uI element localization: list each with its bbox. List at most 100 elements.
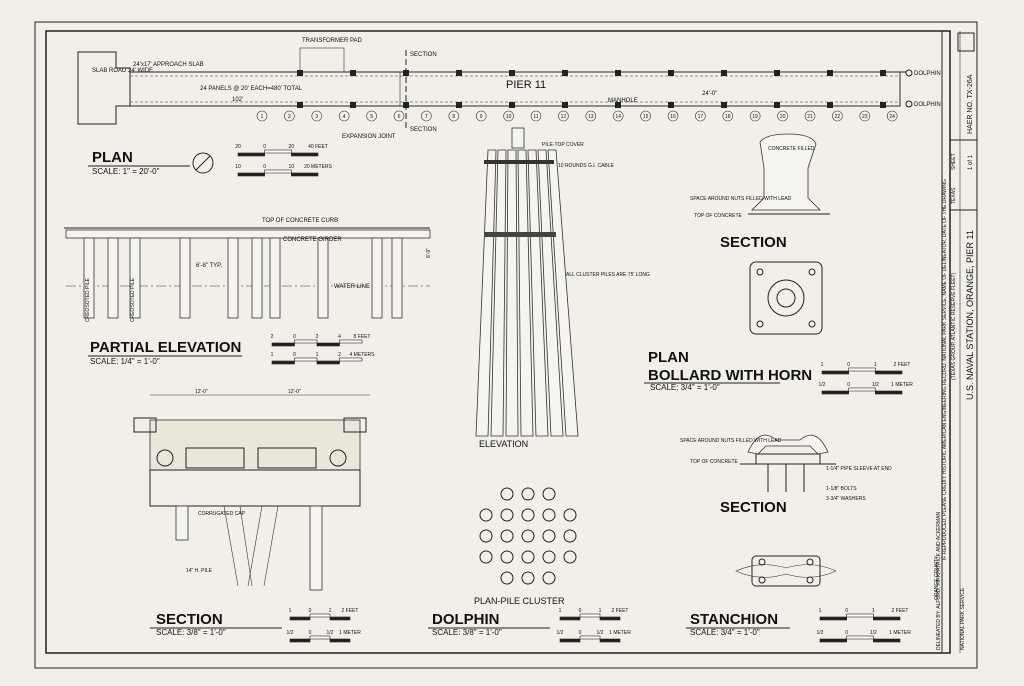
- stanchion-view: SPACE AROUND NUTS FILLED WITH LEAD TOP O…: [680, 434, 911, 643]
- cluster-pile: [517, 149, 534, 437]
- dolphin-scale: SCALE: 3/8" = 1'-0": [432, 628, 502, 637]
- scale-label: 1: [874, 362, 877, 368]
- scale-label: 0: [263, 144, 266, 150]
- scale-label: 2 FEET: [612, 608, 629, 614]
- bay-number: 19: [752, 114, 758, 120]
- scale-segment: [294, 357, 318, 362]
- cluster-pile-plan: [563, 550, 577, 564]
- bay-number: 23: [862, 114, 868, 120]
- scale-segment: [329, 638, 351, 643]
- scale-label: 1: [329, 608, 332, 614]
- bollard-mark: [880, 102, 886, 108]
- cluster-pile-plan: [479, 529, 493, 543]
- pier-label: PIER 11: [506, 79, 546, 91]
- bollard-mark: [721, 70, 727, 76]
- scale-segment: [271, 342, 295, 347]
- cluster-pile: [527, 149, 549, 437]
- bollard-nuts-label: SPACE AROUND NUTS FILLED WITH LEAD: [690, 196, 792, 202]
- scale-label: 0: [263, 164, 266, 170]
- bollard-mark: [880, 70, 886, 76]
- scale-segment: [848, 387, 876, 392]
- bay-number: 22: [835, 114, 841, 120]
- bay-circle: [448, 110, 460, 122]
- bollard-mark: [456, 70, 462, 76]
- bollard-mark: [562, 102, 568, 108]
- approach-slab-outline: [77, 51, 131, 125]
- bay-circle: [284, 110, 295, 122]
- pier-section-view: 12'-0" 12'-0" CORRUGATED CAP 14" H. PILE…: [133, 389, 370, 643]
- scale-label: 1: [872, 608, 875, 614]
- scale-label: 1/2: [557, 630, 564, 636]
- width-dim-label: 24'-0": [702, 91, 717, 97]
- scale-label: 1/2: [872, 382, 879, 388]
- section-dim-left: 12'-0": [195, 389, 208, 395]
- bollard-mark: [615, 70, 621, 76]
- section-title: SECTION: [156, 611, 223, 628]
- cluster-pile: [505, 149, 519, 437]
- bay-circle: [530, 110, 542, 122]
- scale-label: 2 FEET: [894, 362, 911, 368]
- bay-number: 11: [533, 114, 538, 120]
- elevation-pile: [317, 237, 329, 319]
- bay-circle: [338, 110, 350, 122]
- bay-number: 16: [670, 114, 676, 120]
- scale-segment: [875, 370, 903, 375]
- scale-label: 1: [289, 608, 292, 614]
- expansion-joint-label: EXPANSION JOINT: [342, 134, 396, 140]
- cluster-pile-plan: [521, 550, 535, 564]
- scale-label: 40 FEET: [308, 144, 328, 150]
- bay-number: 1: [261, 114, 264, 120]
- bollard-mark: [350, 102, 356, 108]
- plan-title: PLAN: [92, 149, 133, 166]
- scale-label: 10: [289, 164, 295, 170]
- north-arrow: [192, 152, 214, 174]
- elevation-pile: [251, 237, 263, 319]
- girder-label: CONCRETE GIRDER: [283, 237, 342, 243]
- bollard-mark: [774, 102, 780, 108]
- haer-number: HAER NO. TX-26A: [967, 74, 974, 134]
- bolts-label: 1-1/8" BOLTS: [826, 486, 857, 492]
- cluster-pile-plan: [500, 508, 514, 522]
- cluster-pile-plan: [500, 571, 514, 585]
- scale-segment: [309, 635, 331, 640]
- elevation-pile: [129, 237, 141, 319]
- cable-label: 10 ROUNDS G.I. CABLE: [558, 163, 615, 169]
- scale-segment: [599, 616, 621, 621]
- dolphin-label-2: DOLPHIN: [914, 102, 941, 108]
- dolphin-symbol-top: [905, 69, 913, 77]
- cluster-pile: [490, 149, 507, 437]
- dolphin-view: PILE-TOP COVER 10 ROUNDS G.I. CABLE ALL …: [428, 127, 650, 643]
- haer-logo: [957, 32, 975, 52]
- cluster-pile: [475, 149, 497, 437]
- bay-number: 24: [889, 114, 895, 120]
- dolphin-cluster-piles: [475, 149, 579, 437]
- bay-number: 3: [315, 114, 318, 120]
- scale-label: 0: [293, 334, 296, 340]
- cluster-pile-plan: [542, 508, 556, 522]
- section-dim-right: 12'-0": [288, 389, 301, 395]
- scale-label: 1 METER: [891, 382, 913, 388]
- dolphin-label-1: DOLPHIN: [914, 71, 941, 77]
- scale-segment: [599, 638, 621, 643]
- bay-circle: [722, 110, 734, 122]
- stanchion-scale: SCALE: 3/4" = 1'-0": [690, 628, 760, 637]
- cluster-pile-plan: [521, 508, 535, 522]
- scale-label: 4: [338, 334, 341, 340]
- bollard-mark: [509, 102, 515, 108]
- scale-label: 4 METERS: [349, 352, 375, 358]
- scale-segment: [559, 638, 581, 643]
- bay-circle: [421, 110, 432, 122]
- dim-102-label: 102': [232, 97, 243, 103]
- bay-circle: [859, 110, 871, 122]
- scale-segment: [316, 360, 340, 365]
- scale-label: 2: [316, 334, 319, 340]
- bollard-mark: [827, 102, 833, 108]
- pipe-sleeve-label: 1-1/4" PIPE SLEEVE AT END: [826, 466, 892, 472]
- panels-label: 24 PANELS @ 20' EACH=480' TOTAL: [200, 86, 303, 92]
- bollard-mark: [297, 70, 303, 76]
- scale-label: 1/2: [597, 630, 604, 636]
- scale-segment: [237, 172, 265, 177]
